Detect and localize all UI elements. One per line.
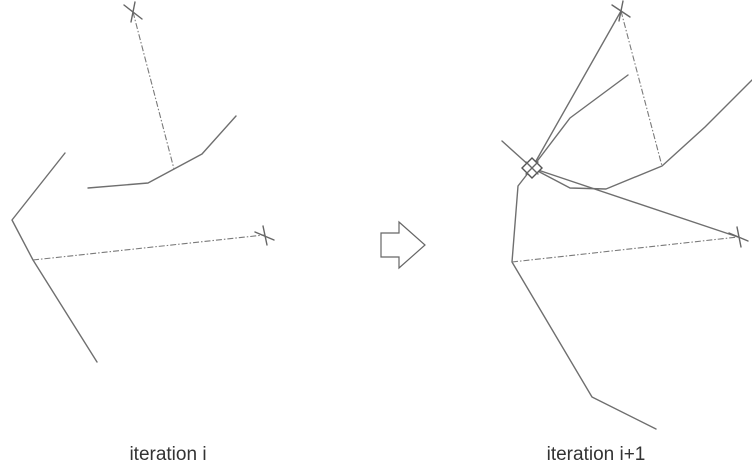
panel-iteration-i-plus-1 <box>501 0 752 430</box>
cross-marker-icon <box>728 226 749 248</box>
left-polyline <box>11 152 98 363</box>
caption-iteration-i: iteration i <box>129 444 207 465</box>
cross-marker-icon <box>254 225 275 246</box>
upper-polyline <box>87 115 237 189</box>
cross-marker-icon <box>611 0 631 22</box>
projection-line-top <box>620 10 663 167</box>
projection-line-right <box>32 234 265 261</box>
upper-polyline-extended <box>531 79 752 190</box>
cross-marker-icon <box>123 1 143 23</box>
ray-to-right <box>531 167 739 238</box>
projection-line-right <box>511 236 739 263</box>
projection-line-top <box>132 11 175 170</box>
diamond-node-icon <box>521 157 543 179</box>
caption-iteration-i-plus-1: iteration i+1 <box>546 444 646 465</box>
right-arrow-icon <box>380 220 426 270</box>
ray-branch <box>531 74 629 169</box>
panel-iteration-i <box>11 1 275 363</box>
ray-to-top <box>531 10 622 169</box>
